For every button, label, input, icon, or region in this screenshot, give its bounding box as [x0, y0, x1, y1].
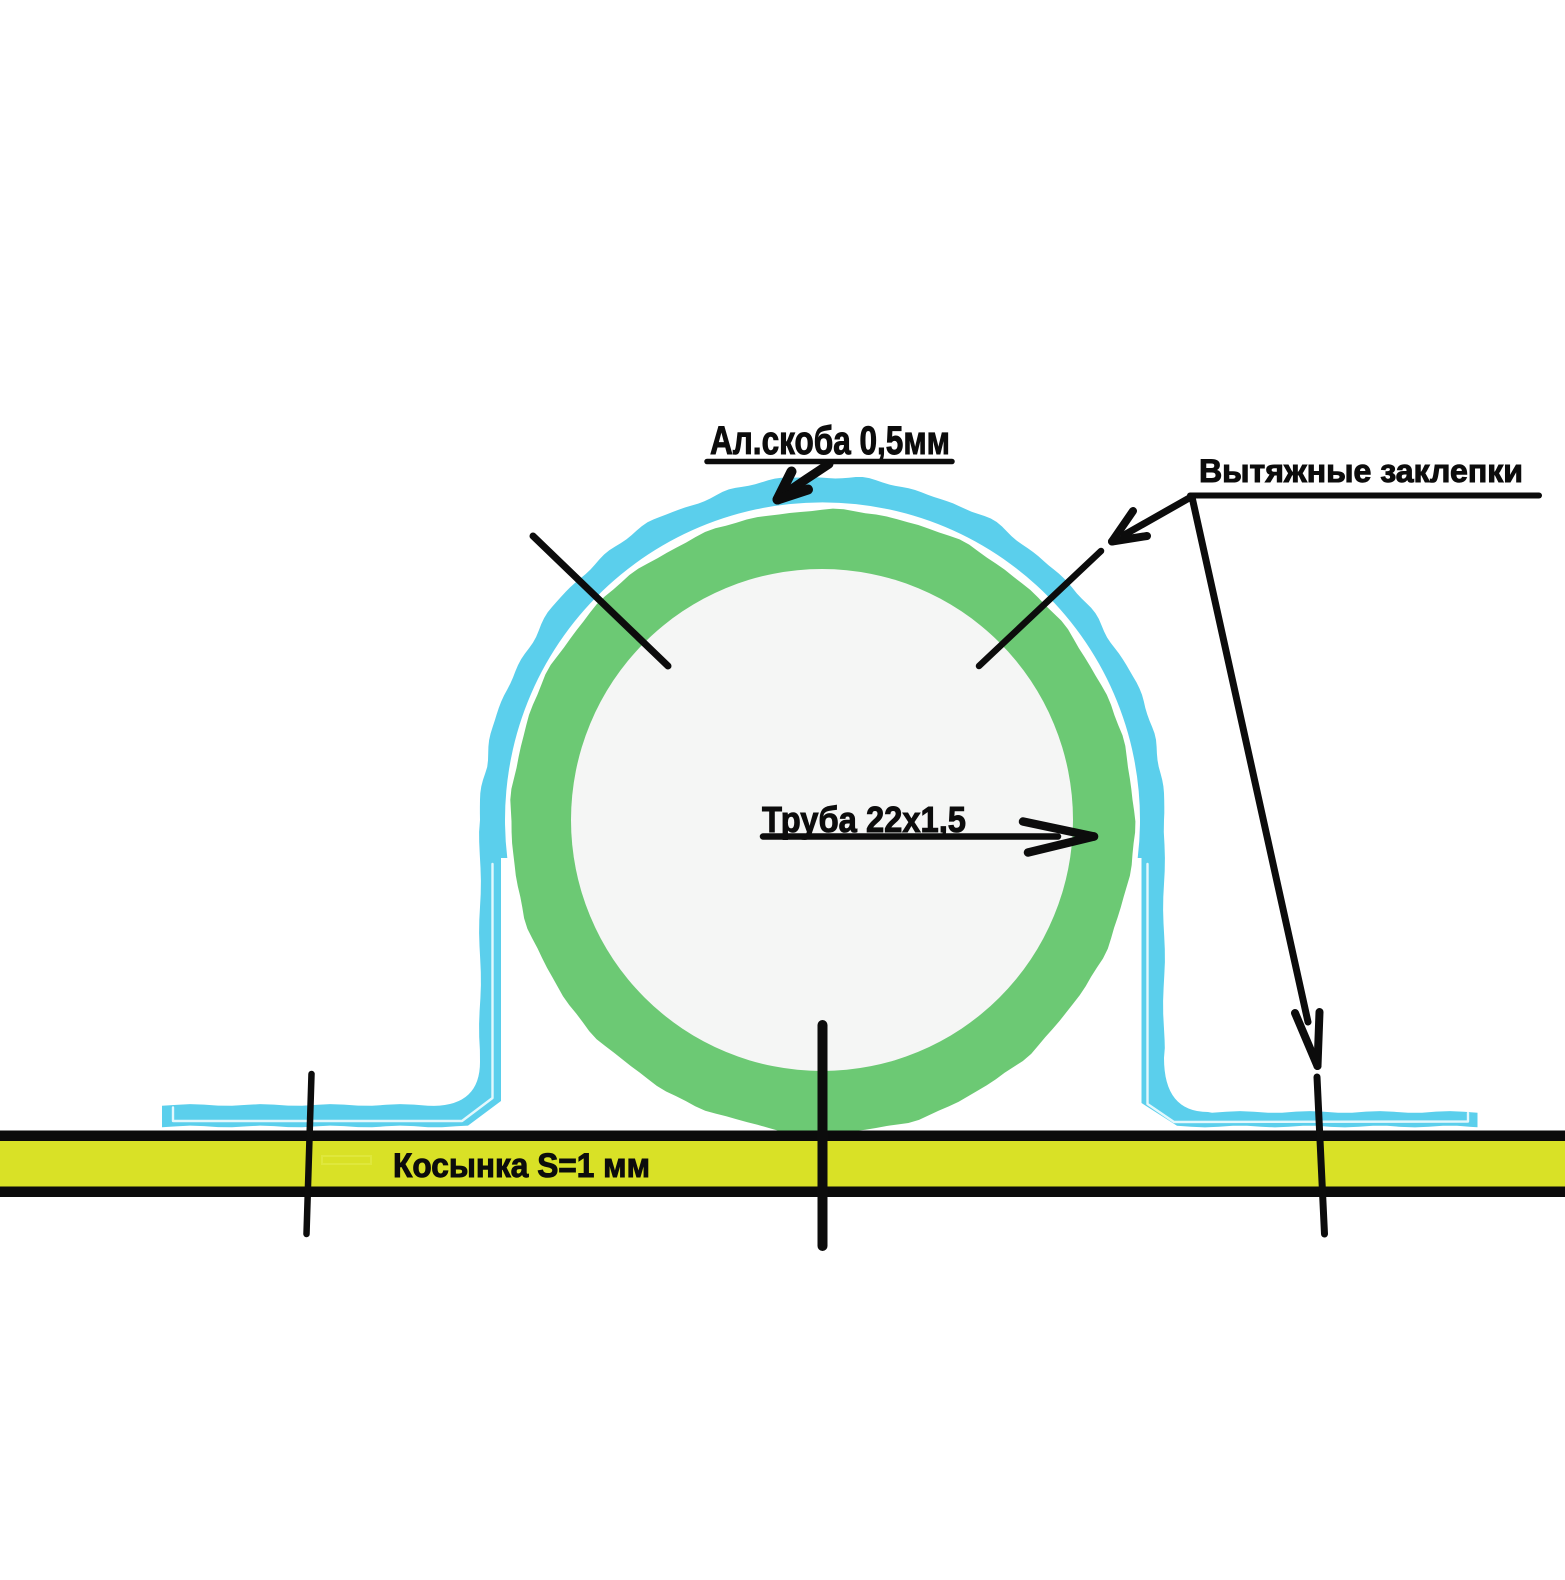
svg-text:Вытяжные заклепки: Вытяжные заклепки — [1199, 453, 1523, 489]
svg-text:Ал.скоба 0,5мм: Ал.скоба 0,5мм — [710, 419, 950, 463]
svg-text:Труба 22х1,5: Труба 22х1,5 — [762, 799, 966, 840]
svg-text:Косынка S=1 мм: Косынка S=1 мм — [393, 1147, 650, 1185]
